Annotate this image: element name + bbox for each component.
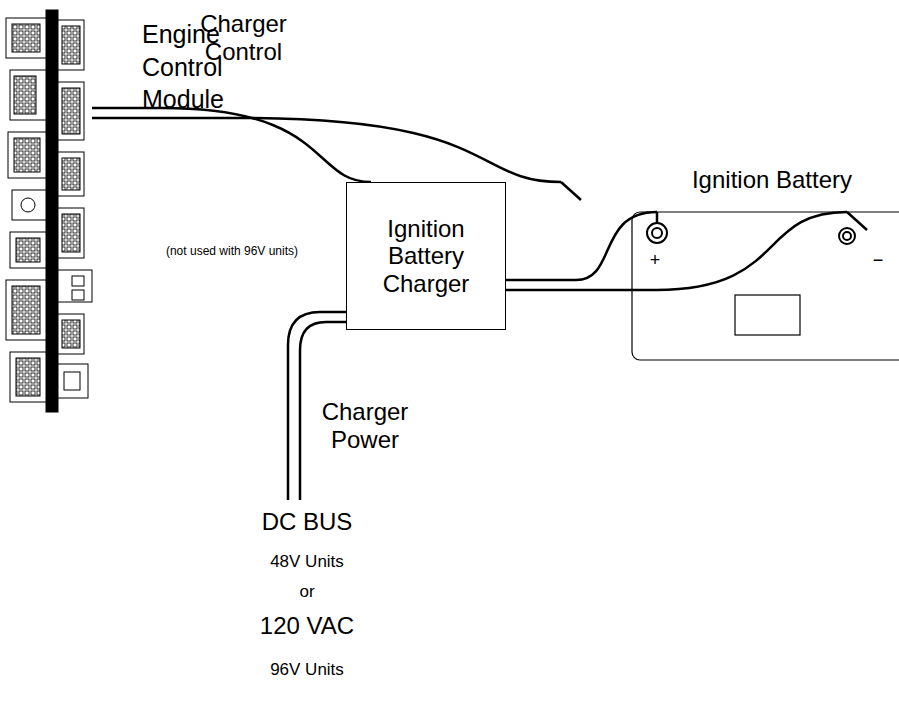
text-label: − [873,250,884,271]
text-label: DC BUS [262,508,353,536]
text-label: 48V Units [270,552,344,572]
text-label: Charger Power [310,398,420,453]
control-module: Engine Control Module [0,10,92,412]
wire-pair [506,212,847,290]
text-label: 96V Units [270,660,344,680]
battery: Ignition Battery [632,212,899,360]
charger-box: Ignition Battery Charger [346,182,506,330]
node-label: Ignition Battery [632,166,899,194]
text-label: or [299,582,314,602]
battery-drawing [632,212,899,360]
node-label: Ignition Battery Charger [353,215,499,298]
wire-pair [92,108,561,182]
text-label: 120 VAC [260,612,354,640]
engine-control-module-drawing [6,10,92,412]
text-label: + [650,250,661,271]
text-label: (not used with 96V units) [166,245,298,259]
wire-label: Charger Control [174,10,314,65]
